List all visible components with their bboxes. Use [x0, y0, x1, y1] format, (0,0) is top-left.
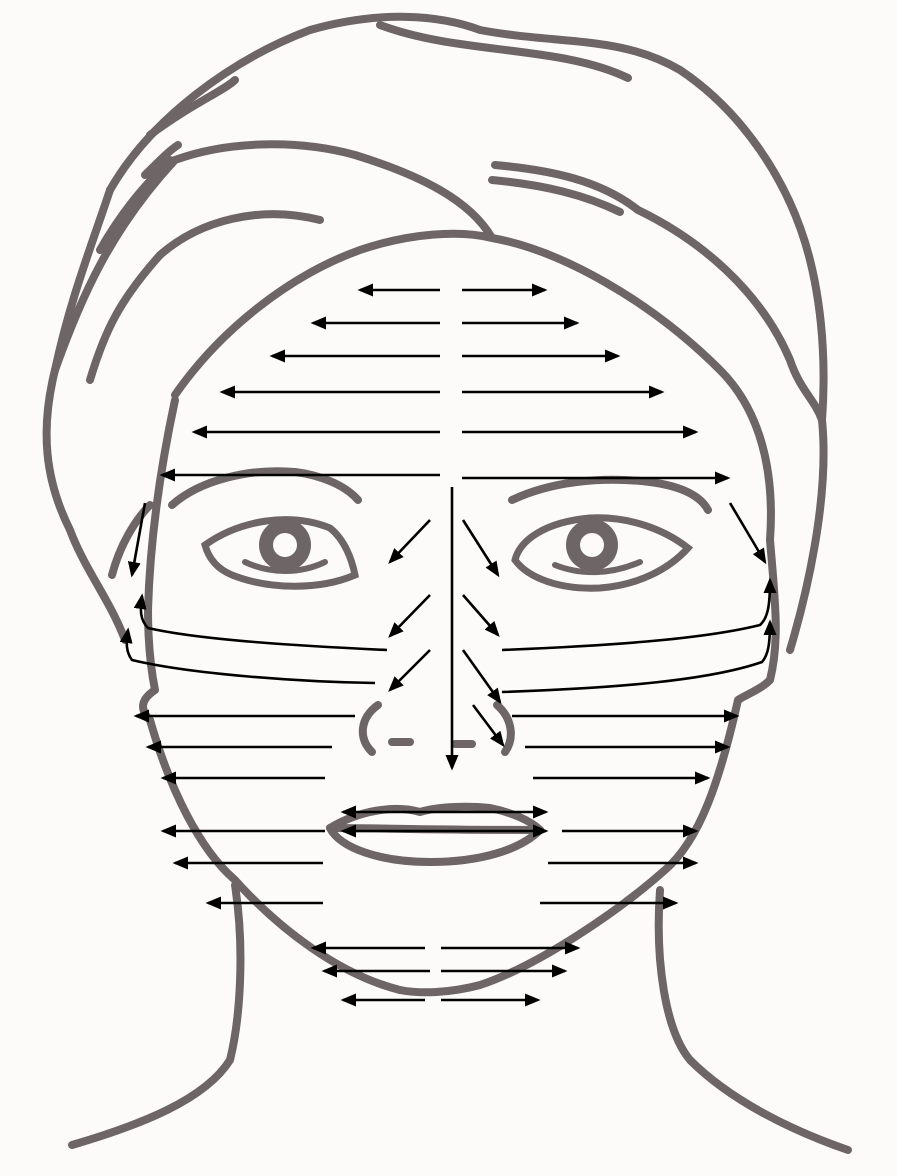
massage-arrows [127, 290, 770, 1000]
arrow-cheek-left-lower [127, 630, 375, 683]
arrow-nose-left-1 [390, 520, 430, 562]
arrow-nose-right-2 [463, 595, 498, 635]
neck-right [659, 890, 848, 1150]
left-eye-highlight [273, 533, 297, 557]
arrow-cheek-left-upper [141, 596, 387, 650]
arrow-nose-right-3 [463, 650, 500, 702]
left-eyebrow [172, 471, 358, 505]
face-right-contour [400, 540, 776, 992]
right-eye-highlight [580, 533, 604, 557]
right-eye [515, 518, 688, 588]
arrow-nose-left-3 [390, 650, 430, 690]
nose [363, 705, 511, 752]
right-eyebrow [512, 480, 708, 510]
left-eye [205, 519, 355, 586]
towel-fold-9 [638, 210, 822, 420]
face-outline [72, 400, 848, 1150]
arrow-temple-right [730, 503, 765, 562]
arrow-nose-right-1 [463, 520, 498, 575]
towel-outline [47, 17, 824, 650]
hairline [175, 234, 771, 540]
face-left-contour [143, 400, 400, 990]
left-nostril-curve [363, 705, 378, 752]
right-nostril-curve [497, 705, 511, 752]
towel-fold-7 [495, 165, 638, 210]
arrow-nose-left-2 [390, 595, 430, 636]
arrow-cheek-right-upper [502, 580, 770, 650]
towel-fold-1 [150, 80, 235, 135]
lips [330, 807, 540, 862]
neck-left [72, 885, 240, 1145]
left-ear [112, 505, 150, 575]
